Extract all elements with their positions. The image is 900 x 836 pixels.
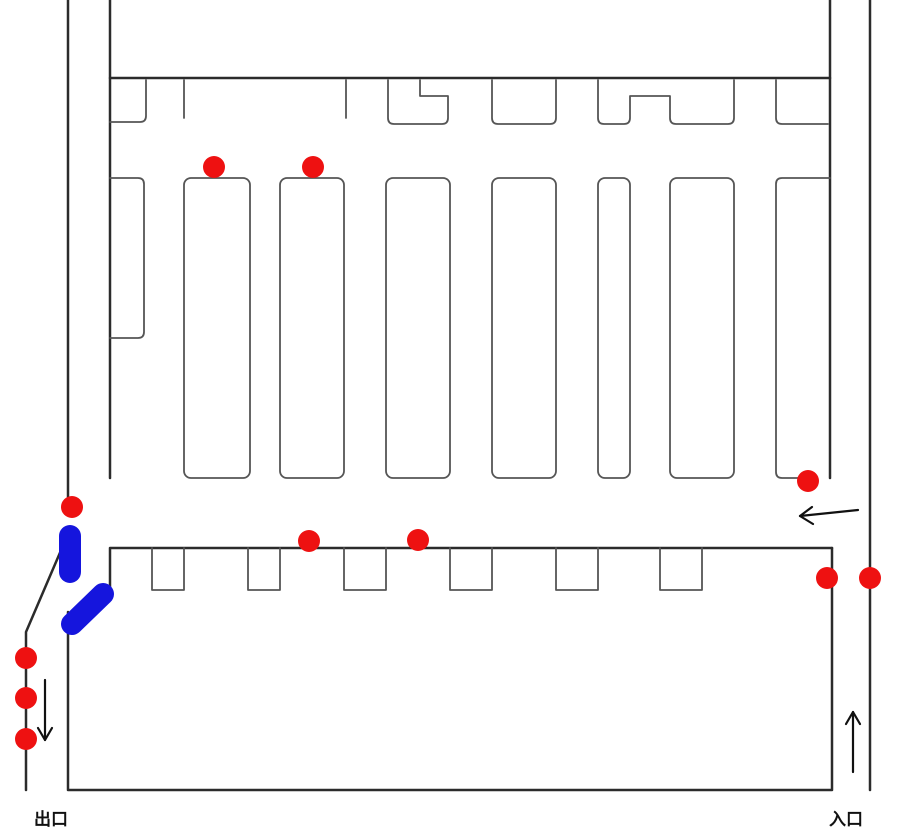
parking-island — [669, 177, 735, 479]
red-dot-icon — [298, 530, 320, 552]
right-island — [775, 177, 831, 479]
outer-walls — [24, 0, 872, 792]
upper-stall-outline — [597, 79, 735, 125]
parking-island — [491, 177, 557, 479]
lower-stall-outline — [449, 547, 493, 591]
red-dot-icon — [15, 687, 37, 709]
exit-label: 出口 — [34, 810, 68, 830]
red-dot-icon — [15, 647, 37, 669]
markers — [15, 156, 881, 750]
arrow-icon — [36, 678, 54, 742]
upper-stall-outline — [387, 79, 449, 125]
red-dot-icon — [15, 728, 37, 750]
red-dot-icon — [61, 496, 83, 518]
entrance-label: 入口 — [829, 810, 863, 830]
red-dot-icon — [816, 567, 838, 589]
red-dot-icon — [859, 567, 881, 589]
upper-stall-outline — [775, 79, 829, 125]
barriers — [59, 525, 114, 635]
parking-island — [597, 177, 631, 479]
exit-lane-line — [24, 546, 64, 792]
exit-road-lower-wall — [66, 546, 834, 792]
parking-island — [279, 177, 345, 479]
upper-stall-outline — [491, 79, 557, 125]
red-dot-icon — [302, 156, 324, 178]
left-island — [109, 177, 145, 339]
parking-island — [385, 177, 451, 479]
arrow-icon — [844, 710, 862, 774]
upper-stall-row — [109, 79, 829, 125]
lower-stall-outline — [555, 547, 599, 591]
upper-stall-outline — [109, 79, 147, 123]
arrow-icon — [798, 505, 860, 526]
parking-island — [183, 177, 251, 479]
lower-stall-outline — [247, 547, 281, 591]
lower-stall-row — [151, 547, 703, 591]
parking-islands — [109, 177, 831, 479]
direction-arrows — [36, 505, 862, 774]
red-dot-icon — [797, 470, 819, 492]
blue-barrier-icon — [61, 583, 114, 635]
lower-stall-outline — [659, 547, 703, 591]
lower-stall-outline — [151, 547, 185, 591]
top-boundary-wall — [108, 0, 832, 80]
lower-stall-outline — [343, 547, 387, 591]
red-dot-icon — [407, 529, 429, 551]
red-dot-icon — [203, 156, 225, 178]
lower-lot-top-wall — [108, 546, 834, 592]
